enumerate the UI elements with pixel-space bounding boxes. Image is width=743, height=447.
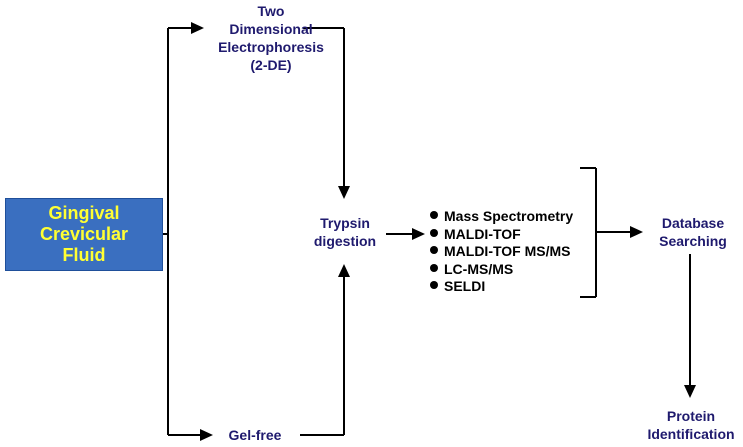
bullet-icon bbox=[430, 281, 438, 289]
arrow-head-down-icon bbox=[684, 385, 696, 398]
ms-method-item: SELDI bbox=[430, 278, 573, 296]
protein-line: Protein bbox=[666, 408, 716, 424]
ms-methods-list: Mass Spectrometry MALDI-TOF MALDI-TOF MS… bbox=[430, 208, 573, 296]
trypsin-digestion-label: Trypsin digestion bbox=[300, 214, 390, 250]
arrow-head-right-icon bbox=[412, 228, 425, 240]
database-searching-label: Database Searching bbox=[648, 214, 738, 250]
arrow-head-right-icon bbox=[630, 226, 643, 238]
source-box-gingival-crevicular-fluid: Gingival Crevicular Fluid bbox=[5, 198, 163, 271]
gel-free-label: Gel-free bbox=[228, 427, 282, 443]
ms-method-item: LC-MS/MS bbox=[430, 261, 573, 279]
source-line: Gingival bbox=[48, 203, 120, 223]
protein-identification-label: Protein Identification bbox=[640, 407, 742, 443]
two-de-label: Two Dimensional Electrophoresis (2-DE) bbox=[196, 2, 346, 74]
protein-line: Identification bbox=[647, 426, 735, 442]
arrow-head-up-icon bbox=[338, 264, 350, 277]
arrow-head-down-icon bbox=[338, 186, 350, 199]
two-de-line: Dimensional bbox=[229, 21, 313, 37]
arrow-head-right-icon bbox=[191, 22, 204, 34]
database-line: Database bbox=[661, 215, 725, 231]
two-de-line: Two bbox=[257, 3, 285, 19]
ms-method-item: MALDI-TOF MS/MS bbox=[430, 243, 573, 261]
trypsin-line: digestion bbox=[313, 233, 377, 249]
source-line: Fluid bbox=[62, 245, 106, 265]
bullet-icon bbox=[430, 246, 438, 254]
bullet-icon bbox=[430, 228, 438, 237]
trypsin-line: Trypsin bbox=[320, 215, 370, 231]
arrow-head-right-icon bbox=[200, 429, 213, 441]
database-line: Searching bbox=[659, 233, 727, 249]
two-de-line: Electrophoresis bbox=[218, 39, 324, 55]
bullet-icon bbox=[430, 211, 438, 219]
ms-method-item: MALDI-TOF bbox=[430, 226, 573, 244]
source-line: Crevicular bbox=[39, 224, 129, 244]
bullet-icon bbox=[430, 263, 438, 272]
ms-method-item: Mass Spectrometry bbox=[430, 208, 573, 226]
two-de-line: (2-DE) bbox=[250, 57, 292, 73]
